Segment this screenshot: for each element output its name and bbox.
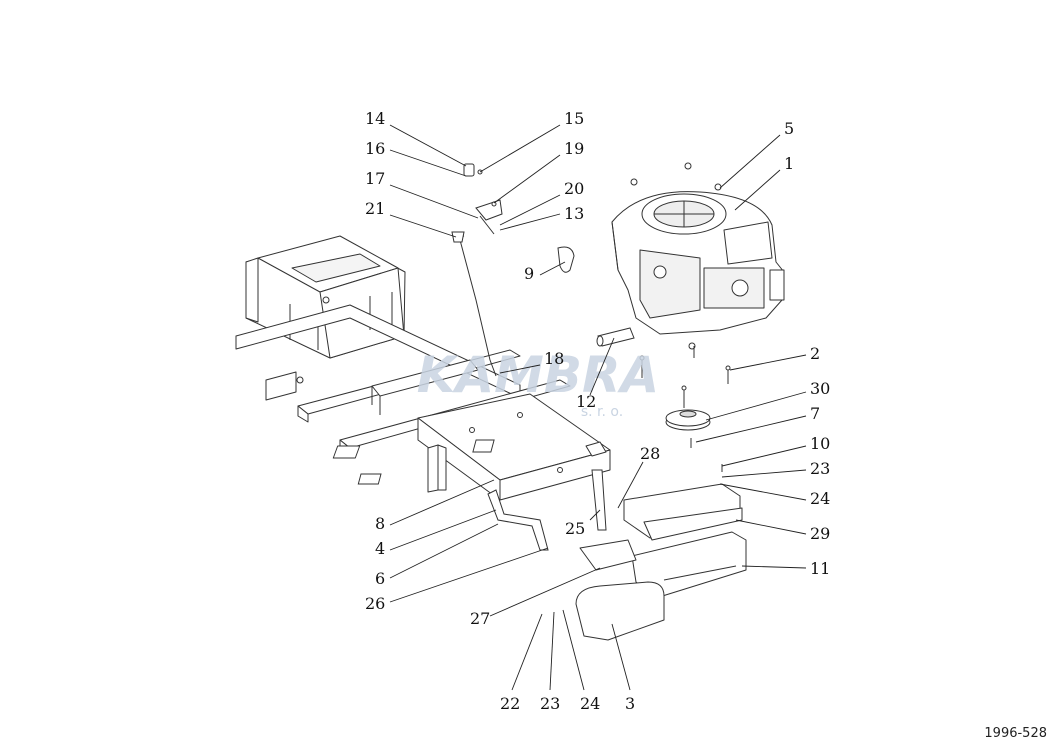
callout-4: 4	[375, 539, 385, 558]
callout-29: 29	[810, 524, 830, 543]
callout-14: 14	[365, 109, 385, 128]
kambra-watermark: KAMBRA s. r. o.	[417, 346, 660, 420]
callout-22: 22	[500, 694, 520, 713]
callout-23-right: 23	[810, 459, 830, 478]
engine-assembly	[611, 162, 785, 350]
callout-11: 11	[810, 559, 830, 578]
callout-24-bottom: 24	[580, 694, 600, 713]
callout-7: 7	[810, 404, 820, 423]
callout-30: 30	[810, 379, 830, 398]
callout-18: 18	[544, 349, 564, 368]
callout-21: 21	[365, 199, 385, 218]
callout-24-right: 24	[810, 489, 830, 508]
shroud-panels	[575, 483, 747, 641]
callout-15: 15	[564, 109, 584, 128]
callout-5: 5	[784, 119, 794, 138]
callout-8: 8	[375, 514, 385, 533]
leader-lines	[389, 124, 807, 691]
watermark-text: KAMBRA	[417, 346, 660, 404]
callout-10: 10	[810, 434, 830, 453]
front-links	[357, 439, 607, 551]
callout-9: 9	[524, 264, 534, 283]
callout-23-bottom: 23	[540, 694, 560, 713]
callout-26: 26	[365, 594, 385, 613]
callout-28: 28	[640, 444, 660, 463]
callout-17: 17	[365, 169, 385, 188]
frame-assembly	[235, 235, 611, 501]
callout-19: 19	[564, 139, 584, 158]
callout-2: 2	[810, 344, 820, 363]
drawing-code: 1996-528	[984, 726, 1047, 741]
callout-20: 20	[564, 179, 584, 198]
callout-27: 27	[470, 609, 490, 628]
watermark-subtext: s. r. o.	[581, 404, 623, 420]
callout-13: 13	[564, 204, 584, 223]
callout-25: 25	[565, 519, 585, 538]
callout-labels: 14 15 16 19 17 20 21 13 5 1 9 18 12 2 30…	[365, 109, 830, 713]
callout-6: 6	[375, 569, 385, 588]
callout-16: 16	[365, 139, 385, 158]
pulley	[665, 409, 711, 431]
callout-1: 1	[784, 154, 794, 173]
callout-3: 3	[625, 694, 635, 713]
callout-12: 12	[576, 392, 596, 411]
exhaust-pipe	[596, 327, 635, 347]
linkage-parts	[451, 163, 575, 273]
